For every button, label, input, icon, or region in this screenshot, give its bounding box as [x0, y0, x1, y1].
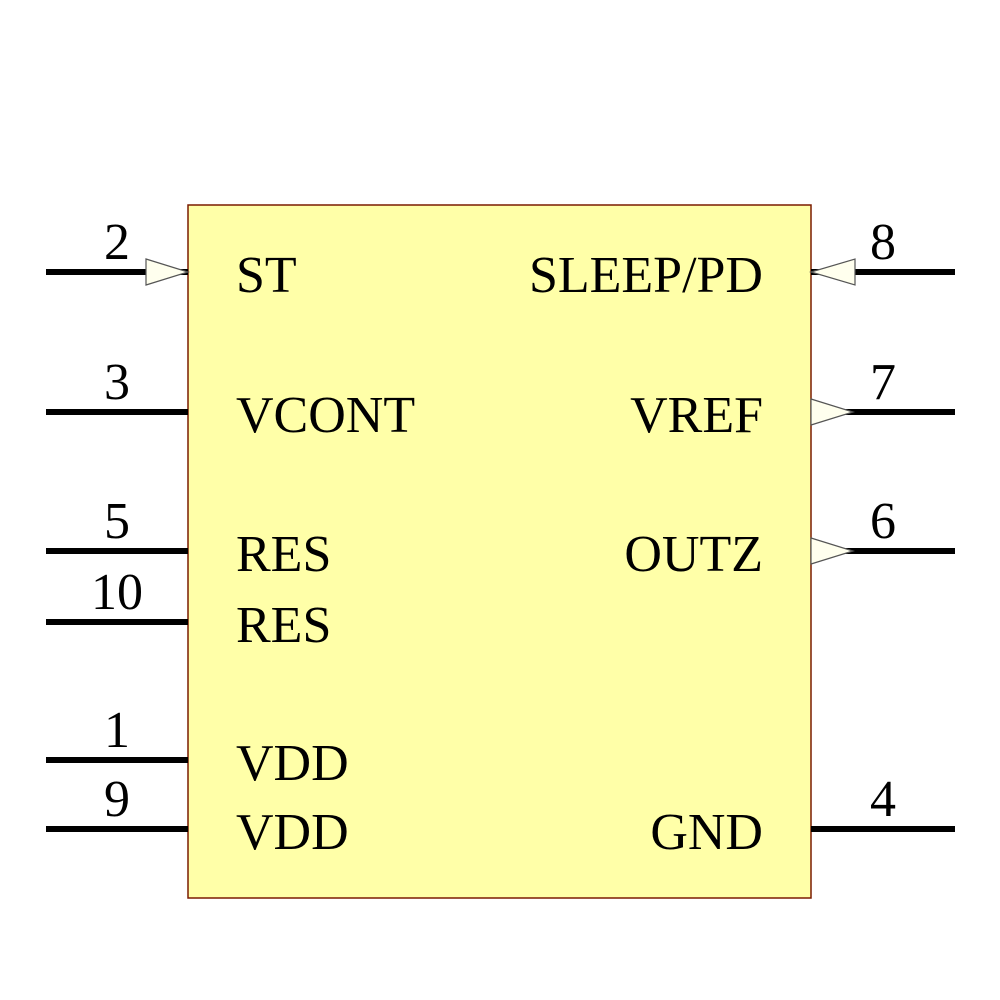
pin-name: VDD	[236, 804, 349, 861]
output-arrow-icon	[810, 398, 856, 426]
pin-name: OUTZ	[624, 526, 763, 583]
output-arrow-icon	[810, 537, 856, 565]
pin-number: 2	[104, 214, 130, 271]
pin-name: SLEEP/PD	[529, 247, 763, 304]
pin-name: VDD	[236, 735, 349, 792]
pin-number: 7	[870, 354, 896, 411]
ic-body	[187, 204, 812, 899]
pin-name: VREF	[630, 387, 763, 444]
input-arrow-icon	[145, 258, 191, 286]
pin-name: VCONT	[236, 387, 415, 444]
pin-number: 6	[870, 493, 896, 550]
pin-number: 1	[104, 702, 130, 759]
pin-number: 3	[104, 354, 130, 411]
pin-number: 10	[91, 564, 143, 621]
pin-name: RES	[236, 597, 331, 654]
pin-name: ST	[236, 247, 297, 304]
pin-number: 9	[104, 771, 130, 828]
pin-number: 5	[104, 493, 130, 550]
pin-number: 4	[870, 771, 896, 828]
pin-number: 8	[870, 214, 896, 271]
pin-2-st: 2ST	[46, 214, 297, 304]
input-arrow-icon	[808, 258, 856, 286]
pin-name: RES	[236, 526, 331, 583]
pin-name: GND	[650, 804, 763, 861]
